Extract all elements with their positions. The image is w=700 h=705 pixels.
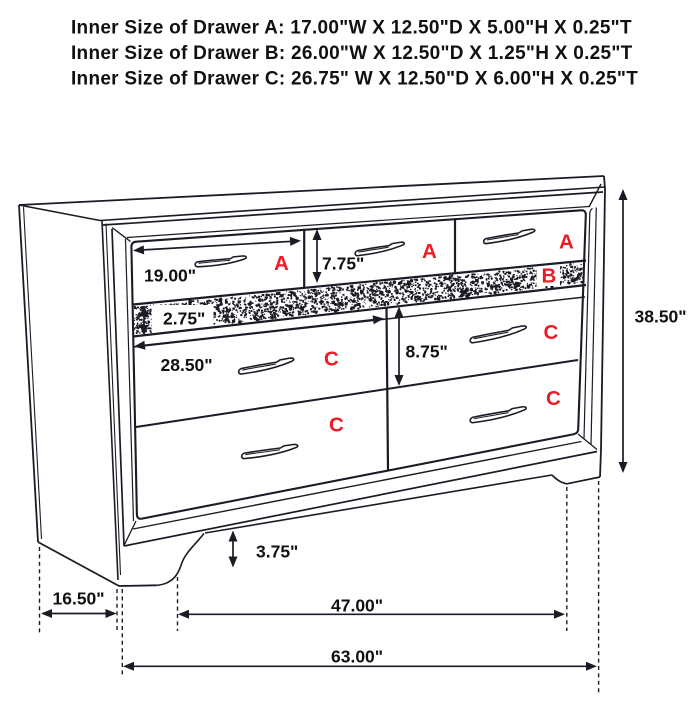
svg-text:C: C <box>546 387 561 410</box>
svg-text:A: A <box>274 252 289 275</box>
svg-text:A: A <box>559 231 574 254</box>
svg-text:Inner Size of Drawer C: 26.75": Inner Size of Drawer C: 26.75" W X 12.50… <box>71 69 638 90</box>
svg-text:C: C <box>544 321 559 344</box>
svg-text:3.75": 3.75" <box>256 542 298 562</box>
svg-text:2.75": 2.75" <box>163 309 205 329</box>
svg-text:7.75": 7.75" <box>322 254 364 274</box>
svg-text:63.00": 63.00" <box>331 647 383 667</box>
svg-text:8.75": 8.75" <box>406 342 448 362</box>
svg-text:A: A <box>422 240 437 263</box>
svg-text:Inner Size of Drawer A: 17.00": Inner Size of Drawer A: 17.00"W X 12.50"… <box>71 18 632 39</box>
svg-text:47.00": 47.00" <box>331 596 383 616</box>
svg-text:C: C <box>329 414 344 437</box>
svg-text:Inner Size of Drawer B: 26.00": Inner Size of Drawer B: 26.00"W X 12.50"… <box>71 43 633 64</box>
svg-text:19.00": 19.00" <box>144 266 196 286</box>
svg-text:C: C <box>324 348 339 371</box>
svg-text:16.50": 16.50" <box>53 589 105 609</box>
svg-text:38.50": 38.50" <box>635 307 687 327</box>
svg-text:28.50": 28.50" <box>161 355 213 375</box>
svg-text:B: B <box>542 265 557 288</box>
